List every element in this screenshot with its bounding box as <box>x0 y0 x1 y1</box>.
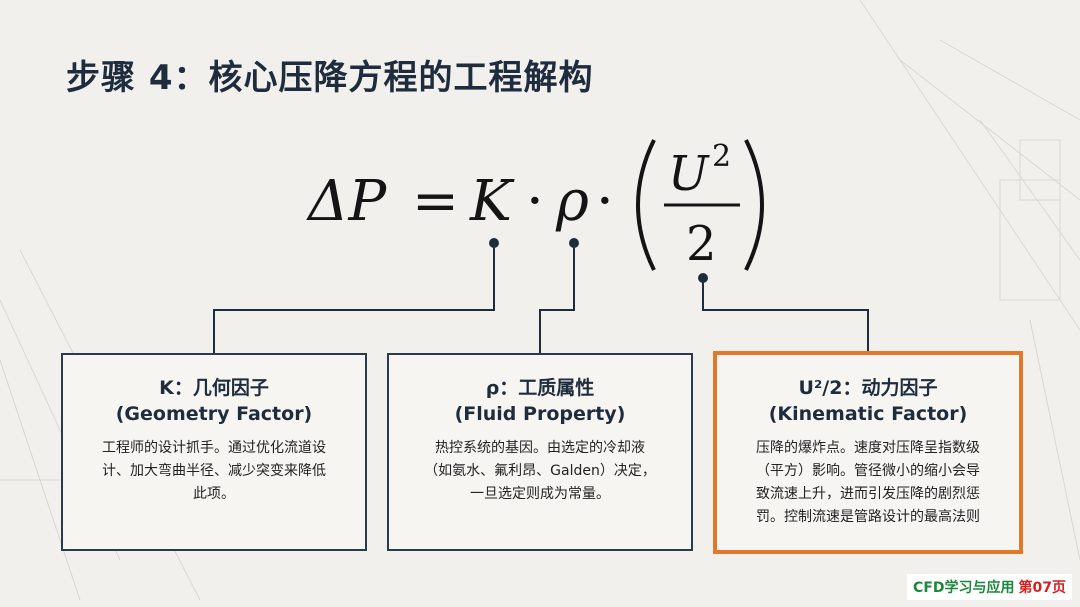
card-body-line: （如氨水、氟利昂、Galden）决定， <box>424 463 656 479</box>
equation-exponent: 2 <box>712 139 731 174</box>
card-title: K：几何因子 <box>159 377 269 399</box>
equation-k: K <box>469 169 515 234</box>
card-kinematic-factor: U²/2：动力因子 (Kinematic Factor) 压降的爆炸点。速度对压… <box>713 351 1023 554</box>
connector-u <box>702 278 869 353</box>
page-title: 步骤 4：核心压降方程的工程解构 <box>66 58 594 98</box>
connector-k <box>213 243 495 353</box>
card-body-line: 此项。 <box>193 486 235 502</box>
card-subtitle: (Geometry Factor) <box>115 403 313 425</box>
card-body-line: 一旦选定则成为常量。 <box>470 486 610 502</box>
card-body-line: 罚。控制流速是管路设计的最高法则 <box>756 509 980 525</box>
card-body-line: （平方）影响。管径微小的缩小会导 <box>756 463 980 479</box>
equation-dot-2: · <box>596 169 614 234</box>
equation-equals: = <box>412 169 459 234</box>
card-body: 工程师的设计抓手。通过优化流道设 计、加大弯曲半径、减少突变来降低 此项。 <box>78 437 350 506</box>
left-paren <box>636 139 656 271</box>
card-title: ρ：工质属性 <box>485 377 595 399</box>
card-body: 压降的爆炸点。速度对压降呈指数级 （平方）影响。管径微小的缩小会导 致流速上升，… <box>732 437 1004 529</box>
card-body-line: 致流速上升，进而引发压降的剧烈惩 <box>756 486 980 502</box>
right-paren <box>744 139 764 271</box>
equation-dot-1: · <box>526 169 544 234</box>
equation-rho: ρ <box>555 169 589 234</box>
card-body-line: 压降的爆炸点。速度对压降呈指数级 <box>756 440 980 456</box>
equation-denominator: 2 <box>686 216 717 272</box>
card-body-line: 工程师的设计抓手。通过优化流道设 <box>102 440 326 456</box>
equation-delta-p: ΔP <box>306 169 387 234</box>
card-title: U²/2：动力因子 <box>798 377 938 399</box>
card-subtitle: (Kinematic Factor) <box>768 403 968 425</box>
card-body-line: 计、加大弯曲半径、减少突变来降低 <box>102 463 326 479</box>
equation-numerator: U <box>668 146 710 202</box>
card-body-line: 热控系统的基因。由选定的冷却液 <box>435 440 645 456</box>
connector-rho <box>539 243 575 353</box>
card-fluid-property: ρ：工质属性 (Fluid Property) 热控系统的基因。由选定的冷却液 … <box>387 353 693 551</box>
connectors <box>213 238 869 353</box>
footer-page-number: 第07页 <box>1018 580 1066 596</box>
card-geometry-factor: K：几何因子 (Geometry Factor) 工程师的设计抓手。通过优化流道… <box>61 353 367 551</box>
footer-brand: CFD学习与应用 <box>913 580 1015 596</box>
card-subtitle: (Fluid Property) <box>454 403 626 425</box>
card-body: 热控系统的基因。由选定的冷却液 （如氨水、氟利昂、Galden）决定， 一旦选定… <box>404 437 676 506</box>
footer-watermark: CFD学习与应用第07页 <box>907 574 1072 600</box>
